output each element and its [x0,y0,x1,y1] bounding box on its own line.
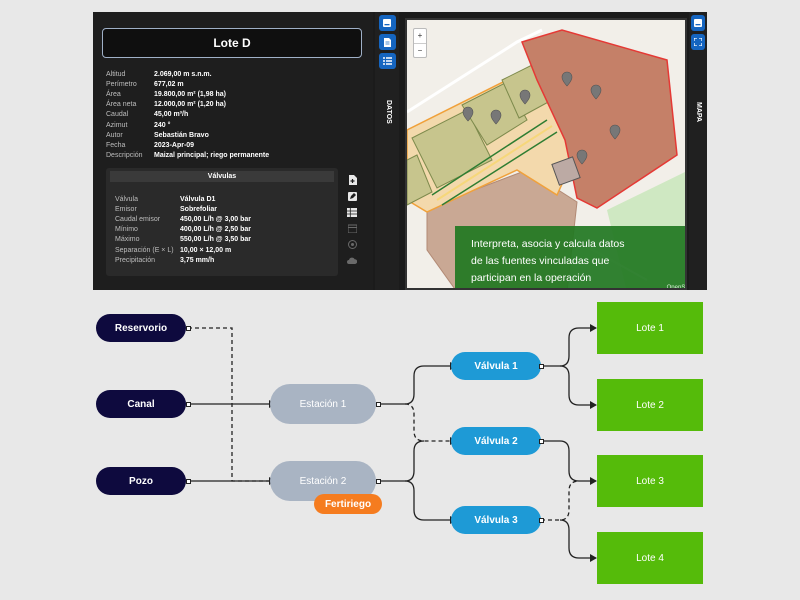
source-reservorio[interactable]: Reservorio [96,314,186,342]
connector-valvula1-lote1 [541,327,596,367]
minimize-icon[interactable] [378,15,396,31]
overlay-line-2: de las fuentes vinculadas que [471,255,610,267]
datos-label: DATOS [385,100,392,124]
edit-icon[interactable] [343,188,361,204]
building [551,156,581,186]
map-marker-icon[interactable] [590,84,602,100]
port [539,364,544,369]
lote-title: Lote D [102,28,362,58]
station-1[interactable]: Estación 1 [270,384,376,424]
calendar-icon[interactable] [343,220,361,236]
port [539,439,544,444]
cloud-icon[interactable] [343,252,361,268]
connector-estacion2-valvula2 [378,440,425,482]
valve-2[interactable]: Válvula 2 [451,427,541,455]
valve-toolbar [343,172,363,268]
map-marker-icon[interactable] [519,89,531,105]
leaflet-link[interactable]: ▀ Leaflet [667,270,685,282]
minimize-icon[interactable] [691,15,705,31]
lote-d-polygon[interactable] [521,29,678,209]
connector-valvula1-lote2 [559,365,596,406]
map-view[interactable]: + − Interpreta, asocia y calcula datos d… [405,18,687,290]
lote-1[interactable]: Lote 1 [597,302,703,354]
source-canal[interactable]: Canal [96,390,186,418]
arrow-head [590,324,597,332]
map-marker-icon[interactable] [609,124,621,140]
arrow-head [590,477,597,485]
plot-olive-4 [407,154,433,206]
flow-connectors [188,324,597,562]
connector-valvula3-lote4 [559,519,596,559]
datos-sidebar: DATOS [375,12,399,290]
mapa-sidebar: MAPA [689,12,707,290]
zoom-control: + − [413,28,427,58]
document-icon[interactable] [378,34,396,50]
flow-diagram: Reservorio Canal Pozo Estación 1 Estació… [0,300,800,600]
list-icon[interactable] [378,53,396,69]
zoom-in-button[interactable]: + [417,31,423,40]
valve-3[interactable]: Válvula 3 [451,506,541,534]
overlay-line-3: participan en la operación [471,272,592,284]
connector-estacion1-valvula1 [378,365,450,405]
connector-estacion2-valvula3 [404,480,450,521]
connector-valvula3-lote3 [541,480,580,521]
valves-header: Válvulas [110,171,334,182]
map-marker-icon[interactable] [561,71,573,87]
osm-link[interactable]: OpenStreetMap [666,285,687,290]
info-overlay: Interpreta, asocia y calcula datos de la… [455,226,687,290]
table-icon[interactable] [343,204,361,220]
fertiriego-badge: Fertiriego [314,494,382,514]
map-marker-icon[interactable] [462,106,474,122]
valve-1[interactable]: Válvula 1 [451,352,541,380]
valve-prop-separacion: Separación (E × L)10,00 × 12,00 m [115,246,232,254]
arrow-head [590,554,597,562]
arrow-head [590,401,597,409]
source-pozo[interactable]: Pozo [96,467,186,495]
lote-2[interactable]: Lote 2 [597,379,703,431]
mapa-label: MAPA [695,102,702,123]
port [186,402,191,407]
add-file-icon[interactable] [343,172,361,188]
lote-3[interactable]: Lote 3 [597,455,703,507]
zoom-out-button[interactable]: − [414,43,426,57]
map-marker-icon[interactable] [490,109,502,125]
port [186,479,191,484]
port [376,479,381,484]
connector-estacion1-valvula2 [404,403,450,442]
connector-valvula2-lote3 [541,440,596,482]
port [186,326,191,331]
map-attribution: ▀ Leaflet OpenStreetMap [666,270,687,290]
fullscreen-icon[interactable] [691,34,705,50]
port [539,518,544,523]
port [376,402,381,407]
overlay-line-1: Interpreta, asocia y calcula datos [471,238,625,250]
target-icon[interactable] [343,236,361,252]
lote-4[interactable]: Lote 4 [597,532,703,584]
map-marker-icon[interactable] [576,149,588,165]
